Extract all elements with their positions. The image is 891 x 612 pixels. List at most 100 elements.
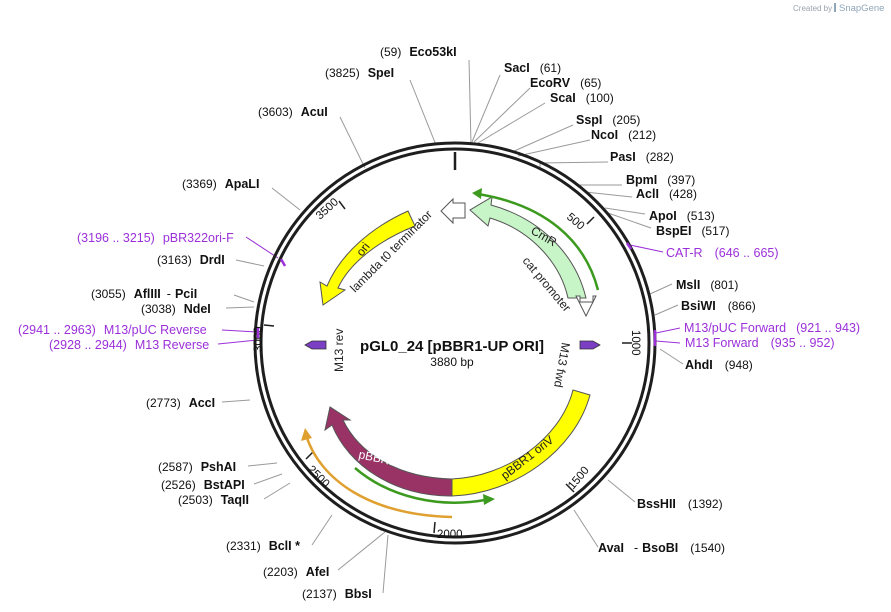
site-name: AccI	[189, 396, 215, 410]
site-pos: (59)	[380, 45, 401, 59]
site-pos: (3825)	[325, 66, 360, 80]
m13-fwd-arrow[interactable]	[579, 340, 601, 350]
site-label[interactable]: AclI(428)	[636, 187, 697, 201]
site-pos: (397)	[667, 173, 695, 187]
site-label[interactable]: NcoI (212)	[591, 128, 656, 142]
primer-range: (935 .. 952)	[771, 336, 835, 350]
site-label[interactable]: (3038) NdeI	[141, 302, 211, 316]
site-pos: (3603)	[258, 105, 293, 119]
site-pos: (3038)	[141, 302, 176, 316]
site-name: AfeI	[306, 565, 330, 579]
site-pos: (1540)	[690, 541, 725, 555]
primer-range: (3196 .. 3215)	[77, 231, 155, 245]
plasmid-name: pGL0_24 [pBBR1-UP ORI]	[360, 338, 544, 355]
site-pos: (2773)	[146, 396, 181, 410]
primer-label[interactable]: (2941 .. 2963)M13/pUC Reverse	[18, 323, 207, 337]
site-name: PasI	[610, 150, 636, 164]
site-pos: (2503)	[178, 493, 213, 507]
site-name: NdeI	[184, 302, 211, 316]
site-name: SpeI	[368, 66, 394, 80]
tick-label: 1000	[629, 330, 641, 356]
site-name: ScaI	[550, 91, 576, 105]
site-label[interactable]: BssHII(1392)	[637, 497, 723, 511]
site-label[interactable]: AvaI-BsoBI(1540)	[598, 541, 725, 555]
site-pos: (3055)	[91, 287, 126, 301]
site-label[interactable]: ApoI(513)	[649, 209, 715, 223]
cat-promoter-arrow[interactable]	[575, 295, 597, 318]
primer-labels: (3196 .. 3215)pBR322ori-F CAT-R(646 .. 6…	[18, 231, 860, 352]
site-label[interactable]: SacI(61)	[504, 61, 561, 75]
site-label[interactable]: (2773) AccI	[146, 396, 215, 410]
pbbr1-oriv-block[interactable]	[451, 389, 591, 497]
site-label[interactable]: (3163) DrdI	[157, 253, 225, 267]
site-pos: (2331)	[226, 539, 261, 553]
site-name-extra: BsoBI	[642, 541, 678, 555]
tick-label: 1500	[566, 465, 592, 492]
cmr-arrow[interactable]	[469, 196, 587, 299]
site-label[interactable]: (3369)ApaLI	[182, 177, 259, 191]
snapgene-credit: Created by SnapGene	[793, 3, 884, 14]
ori-arrow[interactable]	[319, 210, 416, 306]
site-pos: (61)	[540, 61, 561, 75]
site-label[interactable]: ScaI (100)	[550, 91, 614, 105]
site-label[interactable]: (2137)BbsI	[302, 587, 372, 601]
primer-name: M13/pUC Forward	[684, 321, 786, 335]
pbbr1-rep-arrow[interactable]	[324, 406, 453, 497]
primer-range: (2941 .. 2963)	[18, 323, 96, 337]
site-label[interactable]: BpmI(397)	[626, 173, 695, 187]
site-pos: (65)	[580, 76, 601, 90]
site-label[interactable]: (2526)BstAPI	[161, 478, 245, 492]
site-label[interactable]: PasI(282)	[610, 150, 674, 164]
site-name: NcoI	[591, 128, 618, 142]
m13-rev-arrow[interactable]	[304, 340, 327, 350]
primer-range: (921 .. 943)	[796, 321, 860, 335]
primer-label[interactable]: (3196 .. 3215)pBR322ori-F	[77, 231, 234, 245]
site-pos: (866)	[728, 299, 756, 313]
site-pos: (212)	[628, 128, 656, 142]
primer-label[interactable]: (2928 .. 2944)M13 Reverse	[49, 338, 209, 352]
cmr-orf-arrowhead	[472, 188, 482, 199]
site-label[interactable]: (2587)PshAI	[158, 460, 236, 474]
tick-label: 500	[564, 211, 586, 233]
tick-label: 2000	[437, 529, 463, 541]
site-label[interactable]: (2203) AfeI	[263, 565, 329, 579]
site-label[interactable]: (3825) SpeI	[325, 66, 394, 80]
site-pos: (3163)	[157, 253, 192, 267]
site-name: ApaLI	[225, 177, 260, 191]
site-label[interactable]: EcoRV(65)	[530, 76, 601, 90]
primer-label[interactable]: M13 Forward(935 .. 952)	[685, 336, 835, 350]
site-label[interactable]: (2503)TaqII	[178, 493, 249, 507]
site-pos: (2526)	[161, 478, 196, 492]
site-name: BclI *	[269, 539, 300, 553]
site-name: SspI	[576, 113, 602, 127]
primer-label[interactable]: CAT-R(646 .. 665)	[666, 246, 779, 260]
site-pos: (428)	[669, 187, 697, 201]
primer-label[interactable]: M13/pUC Forward (921 .. 943)	[684, 321, 860, 335]
plasmid-size: 3880 bp	[430, 355, 474, 369]
site-label[interactable]: (59)Eco53kI	[380, 45, 457, 59]
site-label[interactable]: (2331) BclI *	[226, 539, 300, 553]
site-label[interactable]: (3055)AflIII-PciI	[91, 287, 197, 301]
leader-lines	[221, 59, 684, 594]
primer-marks	[256, 242, 657, 346]
terminator-arrow[interactable]	[440, 197, 466, 225]
site-label[interactable]: BspEI(517)	[656, 224, 729, 238]
site-label[interactable]: SspI(205)	[576, 113, 640, 127]
site-pos: (2587)	[158, 460, 193, 474]
site-name: DrdI	[200, 253, 225, 267]
site-name: BbsI	[345, 587, 372, 601]
snapgene-logo-icon	[834, 3, 836, 12]
site-pos: (2203)	[263, 565, 298, 579]
site-label[interactable]: (3603)AcuI	[258, 105, 328, 119]
site-pos: (513)	[687, 209, 715, 223]
site-pos: (100)	[586, 91, 614, 105]
rep-orf-orange-arrowhead	[301, 428, 312, 441]
site-name: AvaI	[598, 541, 624, 555]
primer-range: (646 .. 665)	[715, 246, 779, 260]
site-label[interactable]: BsiWI(866)	[681, 299, 756, 313]
site-label[interactable]: MslI(801)	[676, 278, 738, 292]
primer-name: M13 Reverse	[135, 338, 209, 352]
scale-ticks	[263, 200, 632, 534]
site-label[interactable]: AhdI(948)	[685, 358, 753, 372]
